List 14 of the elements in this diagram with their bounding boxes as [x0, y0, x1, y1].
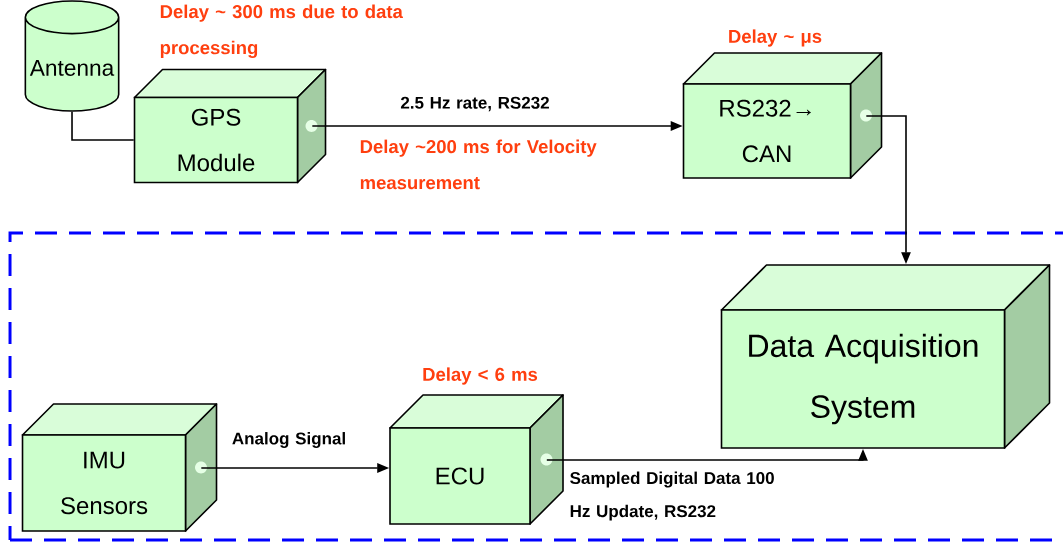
delay-note: Delay ~200 ms for Velocity measurement	[360, 139, 597, 190]
delay-note: Delay ~ μs	[729, 29, 822, 47]
box: Data Acquisition System	[720, 264, 1051, 449]
box: ECU	[389, 394, 564, 525]
edge-label: Analog Signal	[232, 432, 345, 448]
box: GPS Module	[133, 68, 327, 184]
delay-note: Delay < 6 ms	[423, 367, 538, 385]
box: RS232→ CAN	[682, 52, 883, 179]
dashed-region	[8, 231, 1063, 542]
cylinder: Antenna	[24, 0, 120, 112]
edge-label: 2.5 Hz rate, RS232	[400, 96, 549, 112]
box: IMU Sensors	[21, 403, 218, 532]
edge-label: Sampled Digital Data 100 Hz Update, RS232	[570, 471, 774, 521]
delay-note: Delay ~ 300 ms due to data processing	[160, 4, 403, 58]
